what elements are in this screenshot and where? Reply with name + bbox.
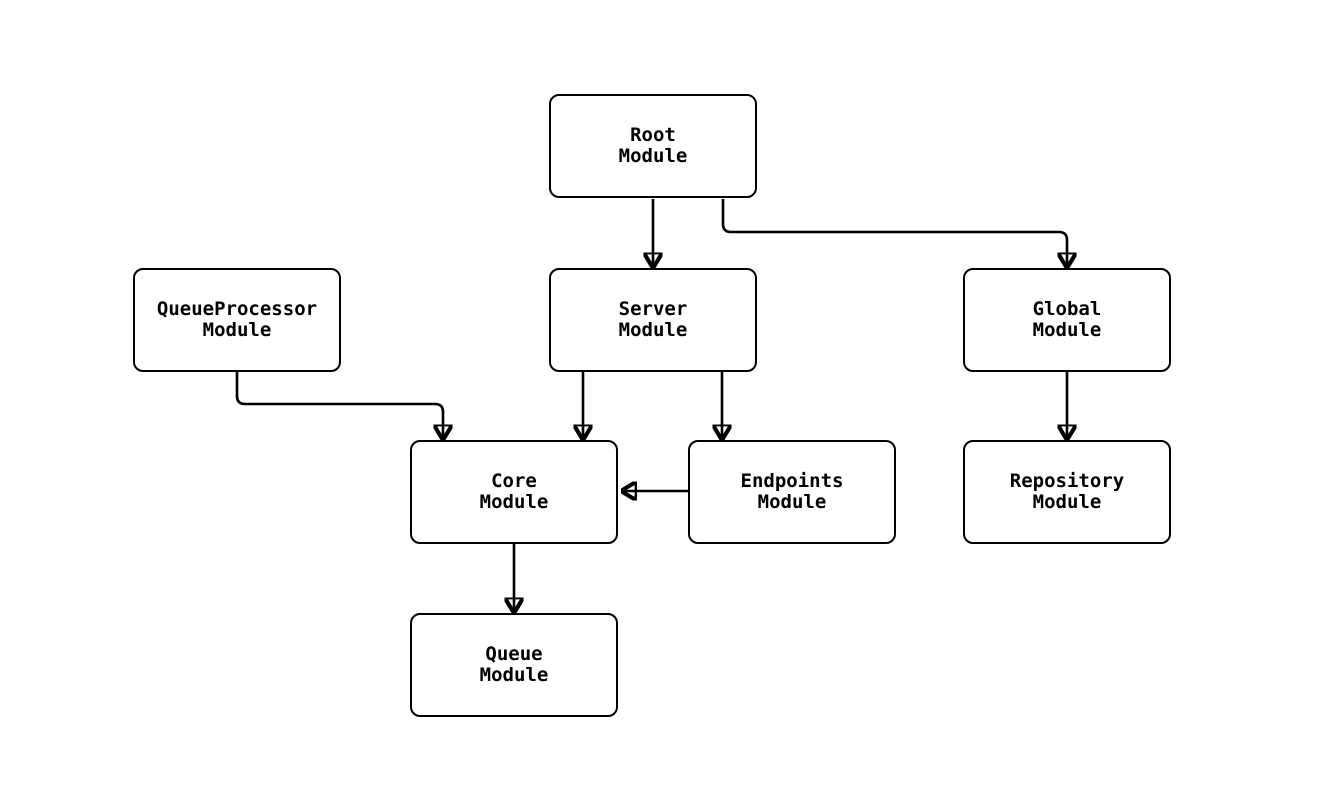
node-server-module: Server Module: [549, 268, 757, 372]
node-root-module: Root Module: [549, 94, 757, 198]
node-global-module: Global Module: [963, 268, 1171, 372]
node-queueprocessor-module: QueueProcessor Module: [133, 268, 341, 372]
node-endpoints-module: Endpoints Module: [688, 440, 896, 544]
edge-root-to-global: [721, 199, 1067, 265]
node-repository-module: Repository Module: [963, 440, 1171, 544]
node-queue-module: Queue Module: [410, 613, 618, 717]
edge-queueprocessor-to-core: [235, 372, 443, 437]
node-core-module: Core Module: [410, 440, 618, 544]
